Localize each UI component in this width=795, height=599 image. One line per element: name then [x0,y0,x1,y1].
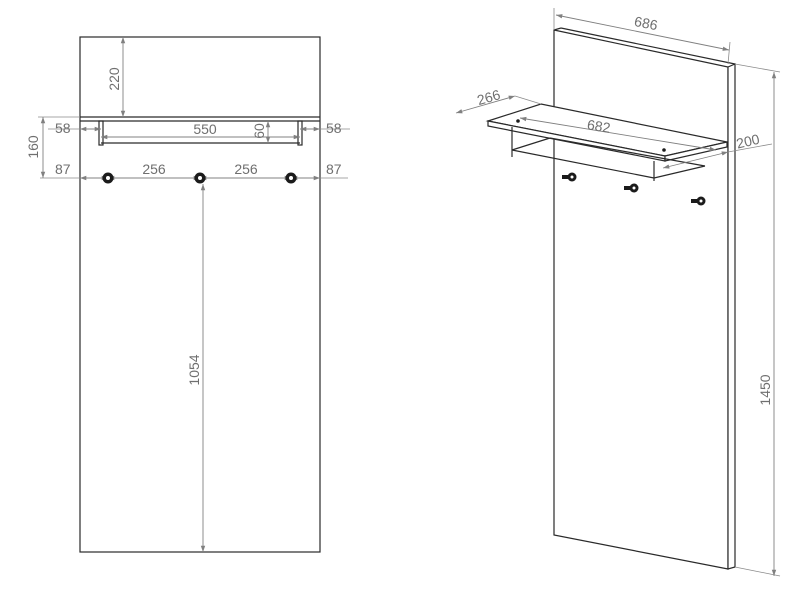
dim-label-160: 160 [25,135,41,159]
front-view: 220 58 550 60 58 160 87 256 256 87 [25,36,350,553]
hook-icon [624,183,639,193]
dim-label-550: 550 [193,121,217,137]
iso-shelf-screw-left [516,119,520,123]
dim-label-1054: 1054 [186,354,202,385]
dim-label-87-left: 87 [55,161,71,177]
iso-panel-side [727,63,736,570]
ext-686-right [727,41,731,65]
iso-view: 686 266 682 200 1450 [455,8,781,577]
ext-266 [514,95,542,105]
iso-rail-arm-left [511,137,551,151]
dim-line-266 [455,95,516,114]
hook-icon [102,172,114,184]
front-panel [79,36,321,553]
dim-label-58-right: 58 [326,120,342,136]
dim-line-200 [662,151,729,169]
dim-label-87-right: 87 [326,161,342,177]
dim-label-1450: 1450 [757,374,773,405]
dim-label-60: 60 [251,123,267,139]
dim-label-220: 220 [106,67,122,91]
dim-line-682 [519,116,717,152]
front-rail-bracket-left [98,120,104,146]
dim-label-200: 200 [735,131,762,152]
iso-shelf-screw-right [662,148,666,152]
hook-icon [285,172,297,184]
iso-panel-top-edge [553,27,562,31]
front-rail-bracket-right [297,120,303,146]
dim-label-58-left: 58 [55,120,71,136]
iso-panel-front [553,29,729,570]
dim-label-266: 266 [475,86,502,108]
hook-icon [562,172,577,182]
dim-label-256-first: 256 [142,161,166,177]
dim-label-682: 682 [586,116,612,135]
dim-line-686 [555,14,730,51]
dim-label-686: 686 [633,13,659,33]
iso-rail-rod [511,149,655,179]
ext-200 [727,143,773,153]
dim-label-256-second: 256 [234,161,258,177]
hook-icon [194,172,206,184]
ext-1450-top [734,63,781,73]
ext-1450-bottom [734,566,781,577]
hook-icon [691,196,706,206]
